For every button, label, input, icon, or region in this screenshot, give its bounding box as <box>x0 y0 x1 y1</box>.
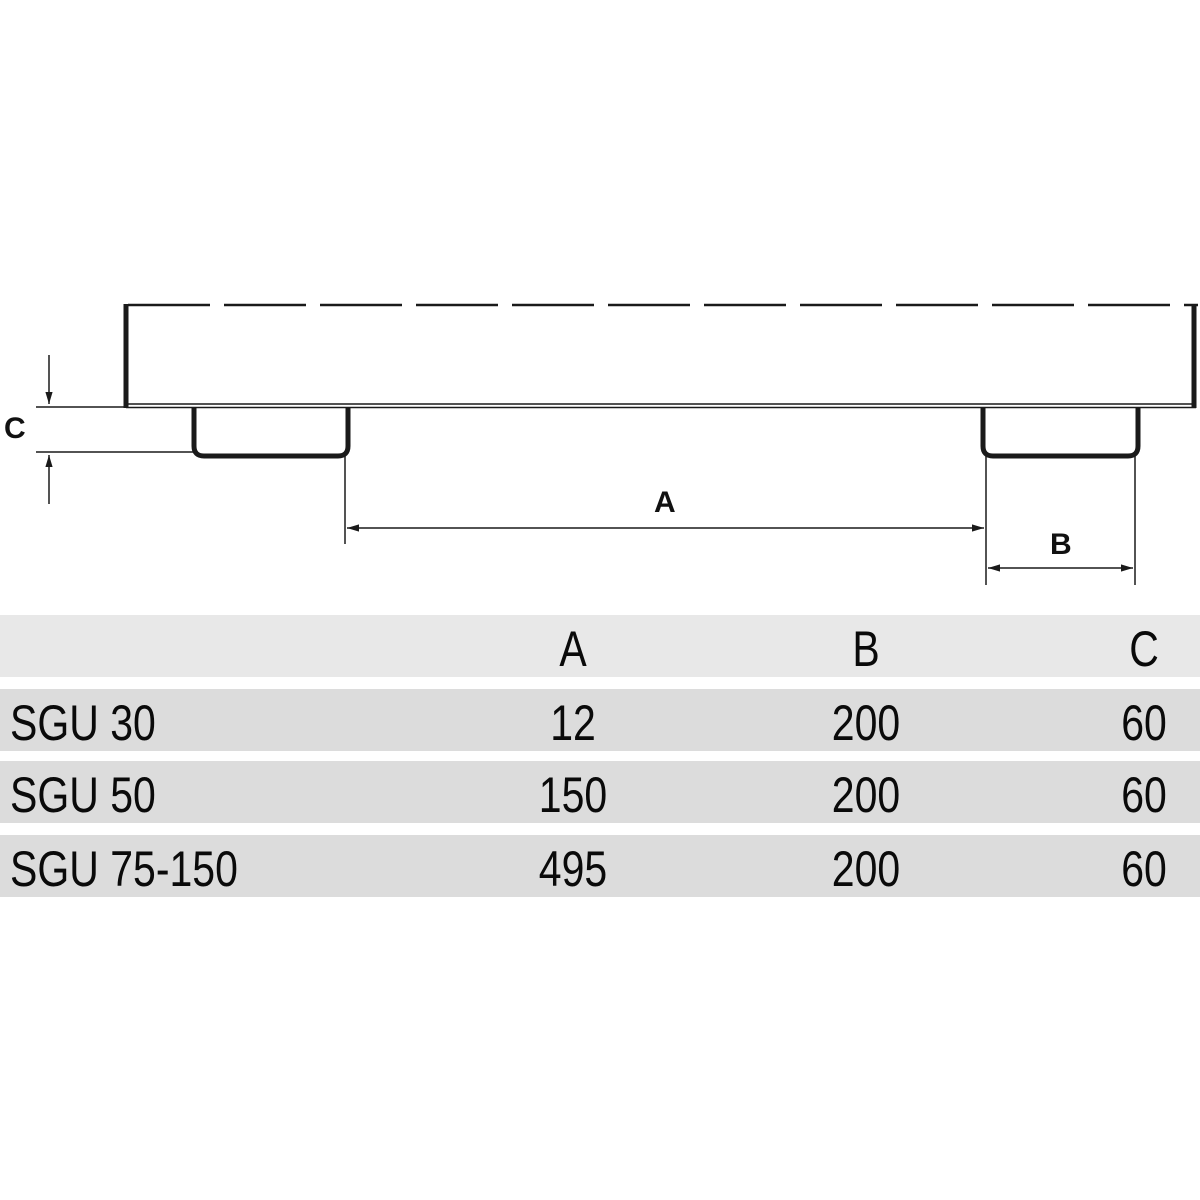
table-row: SGU 50 150 200 60 <box>0 761 1200 823</box>
value-c: 60 <box>1121 767 1167 823</box>
model-name: SGU 50 <box>10 767 156 823</box>
dimension-b: B <box>988 456 1136 585</box>
value-c: 60 <box>1121 695 1167 751</box>
dimension-c: C <box>4 355 194 504</box>
header-a: A <box>559 621 587 677</box>
table-header-row: A B C <box>0 615 1200 677</box>
dimension-label-c: C <box>4 412 26 445</box>
value-a: 150 <box>538 767 608 823</box>
model-name: SGU 75-150 <box>10 841 238 897</box>
fork-pocket-left <box>191 408 351 459</box>
dimension-label-b: B <box>1050 528 1072 561</box>
value-b: 200 <box>831 767 901 823</box>
value-c: 60 <box>1121 841 1167 897</box>
table-row: SGU 30 12 200 60 <box>0 689 1200 751</box>
value-b: 200 <box>831 695 901 751</box>
header-b: B <box>852 621 880 677</box>
value-b: 200 <box>831 841 901 897</box>
table-row: SGU 75-150 495 200 60 <box>0 835 1200 897</box>
dimension-label-a: A <box>654 486 676 519</box>
container-outline <box>123 303 1198 409</box>
value-a: 12 <box>550 695 596 751</box>
fork-pocket-right <box>980 408 1141 459</box>
value-a: 495 <box>538 841 608 897</box>
dimension-a: A <box>344 456 987 585</box>
model-name: SGU 30 <box>10 695 156 751</box>
header-c: C <box>1129 621 1159 677</box>
dimension-diagram: C A B <box>4 303 1198 585</box>
